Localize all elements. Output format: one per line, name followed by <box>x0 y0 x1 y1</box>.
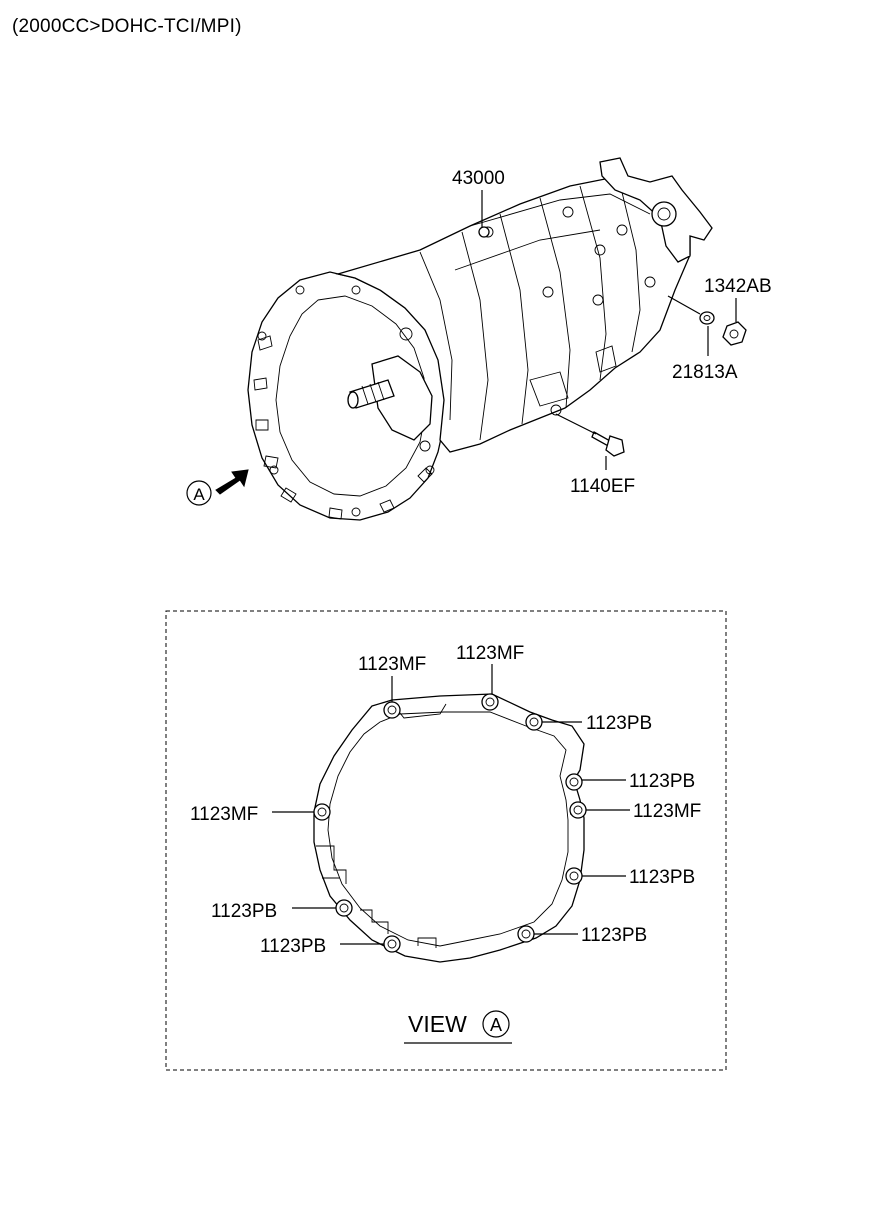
label-right-lower-pb: 1123PB <box>629 867 695 888</box>
case-ribs <box>419 183 651 441</box>
label-1140EF: 1140EF <box>570 476 635 497</box>
label-21813A: 21813A <box>672 362 738 383</box>
case-bolt-bosses <box>399 206 656 452</box>
label-left-lower-pb: 1123PB <box>211 901 277 922</box>
release-bearing <box>371 355 433 441</box>
housing-face-outer <box>313 693 585 963</box>
svg-text:VIEW: VIEW <box>408 1011 467 1037</box>
view-a-caption: VIEW A <box>404 1010 512 1044</box>
bell-housing-opening <box>275 295 427 497</box>
view-bolt-heads <box>313 693 587 953</box>
svg-text:A: A <box>193 485 205 504</box>
label-bottom-right-pb: 1123PB <box>581 925 647 946</box>
output-boss <box>651 201 677 227</box>
washer-part[interactable] <box>699 311 715 325</box>
label-right-upper-pb: 1123PB <box>629 771 695 792</box>
label-right-mf: 1123MF <box>633 801 701 822</box>
label-top-left-mf: 1123MF <box>358 654 426 675</box>
bell-bolt-holes <box>257 285 435 517</box>
bolt-part[interactable] <box>591 431 625 457</box>
label-left-mf: 1123MF <box>190 804 258 825</box>
label-43000: 43000 <box>452 168 505 189</box>
label-1342AB: 1342AB <box>704 276 772 297</box>
view-a-frame <box>165 610 727 1071</box>
label-top-right-pb: 1123PB <box>586 713 652 734</box>
label-bottom-left-pb: 1123PB <box>260 936 326 957</box>
nut-part[interactable] <box>722 321 747 346</box>
view-a-marker[interactable]: A <box>186 469 249 506</box>
gearbox-case <box>335 177 691 453</box>
svg-text:A: A <box>490 1015 502 1035</box>
label-top-center-mf: 1123MF <box>456 643 524 664</box>
view-leader-lines <box>272 664 630 945</box>
transmission-assembly[interactable] <box>247 157 713 521</box>
diagram-header: (2000CC>DOHC-TCI/MPI) <box>12 16 242 37</box>
